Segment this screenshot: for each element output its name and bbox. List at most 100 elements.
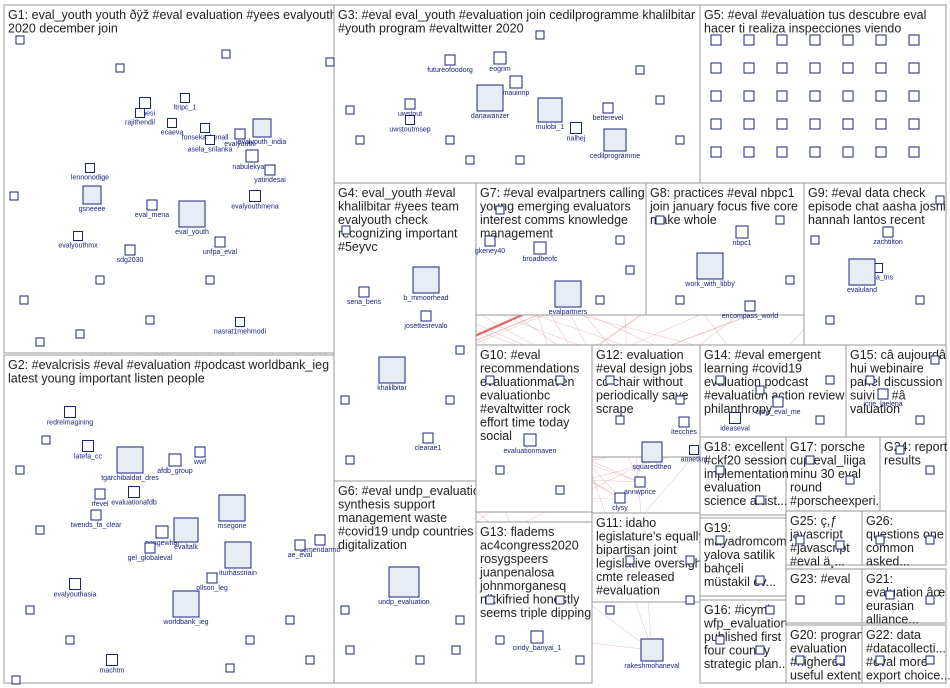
group-box-g17 [785,436,881,512]
vertex-futureofoodorg [444,54,456,66]
group-title-g2: G2: #evalcrisis #eval #evaluation #podca… [8,358,329,386]
group-title-line: science artist... [704,494,787,508]
vertex-rajithendil [135,108,145,118]
vertex-node [445,135,455,145]
vertex-rakeshmohaneval [640,638,664,662]
vertex-node [345,455,355,465]
vertex-node [875,62,887,74]
vertex-node [305,655,315,665]
group-title-line: G3: #eval eval_youth #evaluation join ce… [338,8,695,22]
vertex-node [625,555,635,565]
vertex-ae-eval [294,539,306,551]
vertex-node [765,605,775,615]
vertex-node [35,337,45,347]
group-title-line: management [480,227,553,241]
vertex-clysy [614,492,626,504]
group-title-line: G23: #eval [790,572,850,586]
vertex-betterevel [602,102,614,114]
group-title-line: khalilbitar #yees team [338,200,459,214]
vertex-node [930,355,940,365]
vertex-label: eval_youth [175,229,209,236]
vertex-evaluland [848,258,876,286]
vertex-semendarmo [314,534,326,546]
vertex-gsneeee [82,185,102,205]
group-title-line: cup eval_liiga [790,454,866,468]
group-title-line: legislature's equally [596,530,705,544]
vertex-node [515,155,525,165]
vertex-label: work_with_libby [684,281,735,288]
vertex-node [805,455,815,465]
group-title-line: #covid19 undp countries [338,525,474,539]
vertex-label: josettesrevalo [403,323,447,330]
group-title-line: common [866,541,914,555]
vertex-squaredtheo [641,441,663,463]
vertex-node [755,385,765,395]
vertex-josettesrevalo [420,310,432,322]
vertex-node [495,205,505,215]
vertex-node [835,655,845,665]
group-title-line: G9: #eval data check [808,186,926,200]
group-box-g24 [879,436,947,512]
group-title-line: recognizing important [338,227,458,241]
group-title-line: hui webinaire [850,362,924,376]
vertex-label: evalyouthmx [58,243,98,250]
group-title-line: effort time today [480,416,570,430]
group-title-line: G17: porsche [790,440,865,454]
vertex-label: gsneeee [79,206,106,213]
group-title-line: G21: [866,572,893,586]
vertex-label: mulobi_1 [536,124,565,131]
group-title-line: G15: câ aujourdâ [850,348,946,362]
vertex-node [842,146,854,158]
vertex-label: worldbank_ieg [162,619,208,626]
vertex-node [75,329,85,339]
vertex-zachtilton [882,226,894,238]
vertex-label: nasrat1mehmodi [214,329,267,336]
vertex-msegone [218,494,246,522]
vertex-annetkm [689,445,699,455]
group-title-line: G8: practices #eval nbpc1 [650,186,795,200]
group-title-line: G4: eval_youth #eval [338,186,455,200]
group-title-line: G2: #evalcrisis #eval #evaluation #podca… [8,358,329,372]
vertex-node [615,415,625,425]
vertex-node [743,62,755,74]
vertex-label: meca_tns [863,275,894,282]
vertex-node [11,675,21,685]
vertex-fonsekashenall [200,123,210,133]
vertex-node [615,235,625,245]
vertex-node [875,34,887,46]
group-title-line: G16: #icymi [704,603,770,617]
vertex-label: pongewhal [145,540,179,547]
group-title-line: #evaluation [596,584,660,598]
group-title-line: four country [704,644,771,658]
vertex-node [9,191,19,201]
vertex-node [710,118,722,130]
group-box-g4 [333,182,477,482]
vertex-node [842,34,854,46]
group-title-line: G20: program [790,628,867,642]
vertex-cindy-banyai-1 [530,630,544,644]
vertex-evalyouthmena [249,190,261,202]
vertex-node [842,90,854,102]
vertex-label: crbyi_eval_me [755,409,800,416]
vertex-encompass-world [744,300,756,312]
group-title-line: management waste [338,511,447,525]
vertex-node [145,315,155,325]
vertex-iturhassnain [224,541,252,569]
vertex-node [835,540,845,550]
vertex-label: undp_evaluation [378,599,429,606]
vertex-node [776,34,788,46]
group-box-g22 [861,624,947,684]
vertex-node [795,535,805,545]
group-title-line: valuation [850,402,900,416]
vertex-tgarchibaldat-dres [116,446,144,474]
vertex-label: evalyouthi [224,141,256,148]
vertex-label: iturhassnain [219,570,257,577]
group-title-line: minu 30 eval [790,467,861,481]
vertex-b-mmoorhead [412,266,440,294]
vertex-node [675,395,685,405]
group-title-line: latest young important listen people [8,372,205,386]
vertex-node [743,146,755,158]
vertex-node [485,375,495,385]
